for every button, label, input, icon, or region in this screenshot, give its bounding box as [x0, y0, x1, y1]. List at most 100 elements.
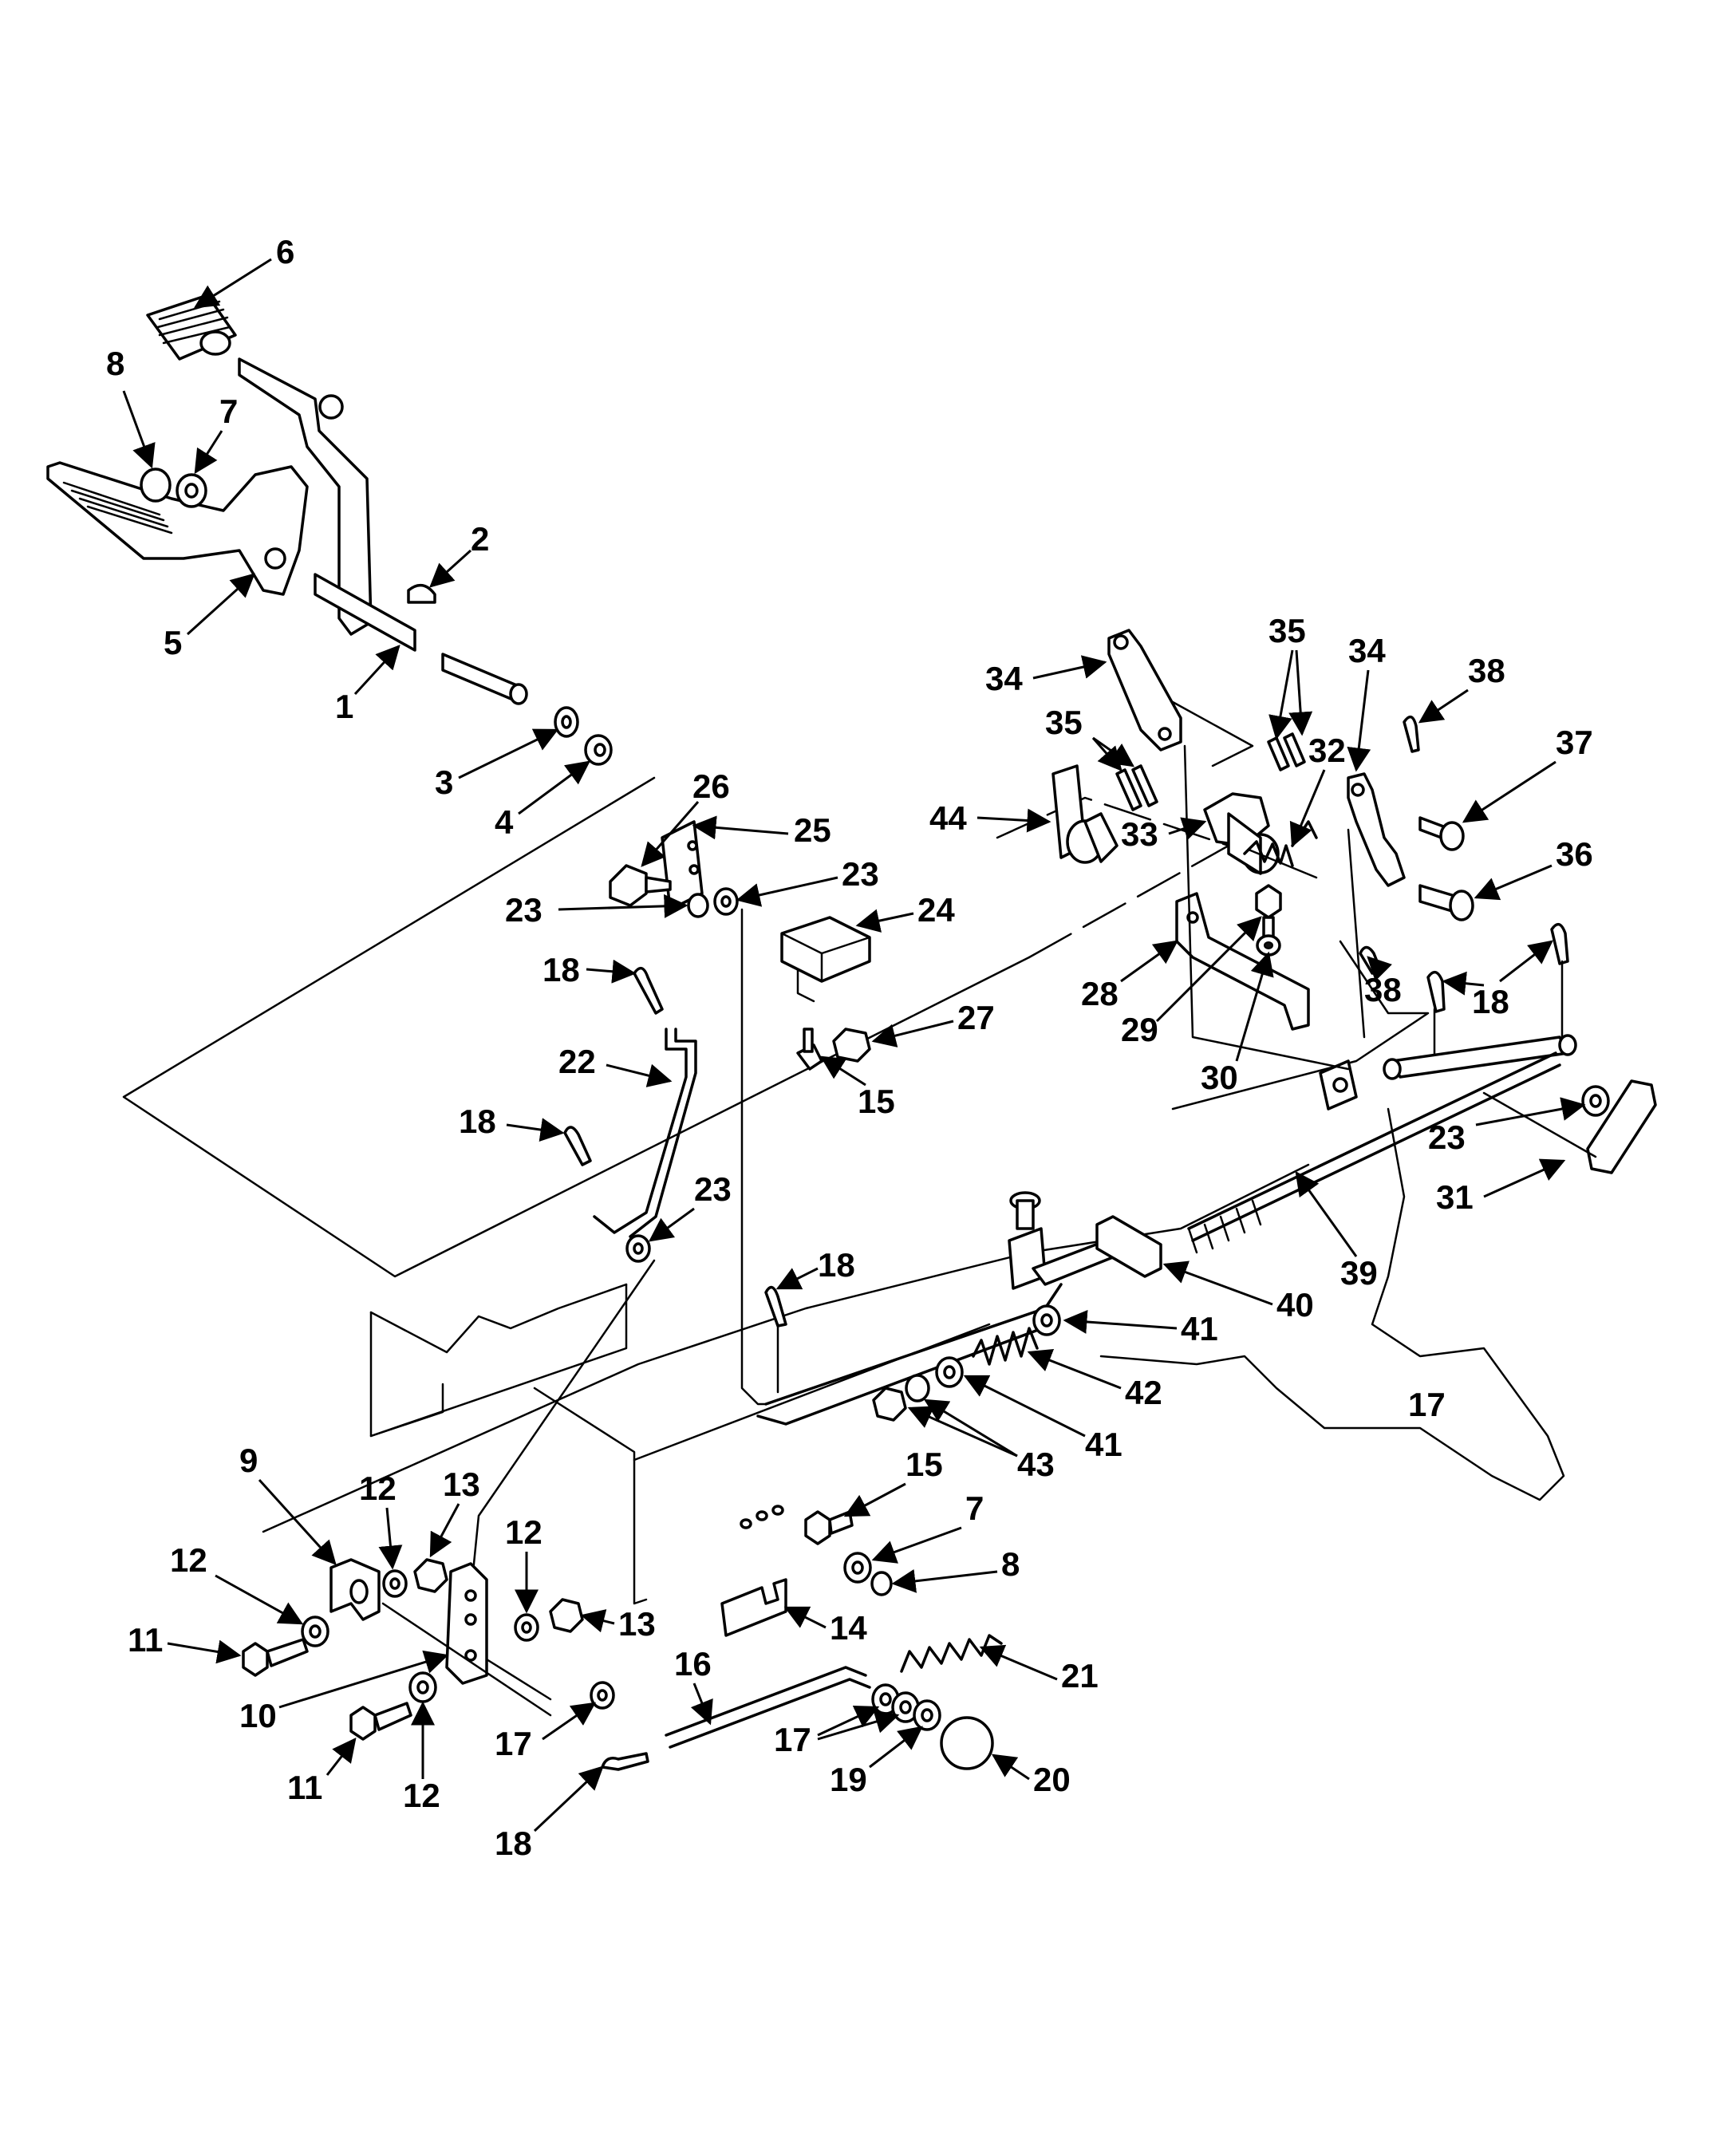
washer-part-23-right	[1581, 1085, 1610, 1117]
callout-36: 36	[1556, 835, 1593, 873]
callout-17-a: 17	[1408, 1386, 1446, 1423]
rod-part-16	[665, 1666, 871, 1749]
callout-38-b: 38	[1364, 971, 1402, 1008]
washers-parts-3-4	[554, 706, 613, 766]
callout-32: 32	[1308, 732, 1346, 769]
callout-34-b: 34	[1348, 632, 1386, 669]
mount-bracket-right	[1319, 1059, 1358, 1111]
bolt-part-26	[609, 864, 672, 907]
callout-18-b: 18	[459, 1103, 496, 1140]
callout-17-b: 17	[495, 1725, 532, 1762]
bracket-part-9	[329, 1558, 381, 1621]
callout-29: 29	[1121, 1011, 1158, 1048]
callout-24: 24	[917, 891, 955, 929]
callout-37: 37	[1556, 724, 1593, 761]
rod-part-39	[1187, 1051, 1561, 1254]
spring-part-21	[900, 1634, 1003, 1673]
pin-part-37	[1418, 816, 1465, 851]
guide-line-top-right	[1171, 700, 1318, 879]
screw-part-15-top	[796, 1028, 823, 1071]
callout-1: 1	[335, 688, 353, 725]
callout-8: 8	[106, 345, 124, 382]
pivot-part-33	[1203, 792, 1280, 875]
callout-6: 6	[276, 233, 294, 270]
callout-39: 39	[1340, 1254, 1378, 1292]
callout-14: 14	[830, 1609, 867, 1647]
vertical-rod-center	[740, 908, 767, 1406]
vertical-rod-right-b	[1347, 828, 1366, 1039]
frame-line-lower	[381, 1602, 552, 1717]
callout-28: 28	[1081, 975, 1119, 1012]
callout-18-e: 18	[495, 1825, 532, 1862]
callout-18-d: 18	[818, 1246, 855, 1284]
pedal-lever-part-1	[238, 357, 528, 705]
lever-part-34-left	[1107, 629, 1182, 752]
bracket-part-10	[445, 1562, 488, 1685]
callout-12-d: 12	[403, 1777, 440, 1814]
washer-part-17-left	[590, 1681, 615, 1710]
callout-23-b: 23	[505, 891, 542, 929]
pin-part-36	[1418, 884, 1474, 921]
lever-part-34-right	[1347, 772, 1406, 887]
pins-part-35-right	[1267, 732, 1306, 771]
callout-23-c: 23	[694, 1170, 732, 1208]
knob-part-20	[940, 1716, 994, 1770]
pin-part-18-low	[601, 1752, 649, 1771]
callout-17-c: 17	[774, 1721, 811, 1758]
brake-pedal-part-5	[46, 461, 309, 596]
callout-12-a: 12	[359, 1470, 397, 1507]
nuts-part-13	[413, 1558, 584, 1633]
bracket-part-44	[1051, 764, 1119, 864]
spring-part-42	[972, 1327, 1039, 1366]
callout-44: 44	[929, 799, 967, 837]
callout-26: 26	[692, 767, 730, 805]
callout-4: 4	[495, 803, 514, 841]
screw-part-15-low	[804, 1510, 854, 1545]
callout-2: 2	[471, 520, 489, 558]
callout-34-a: 34	[985, 660, 1023, 697]
callout-18-c: 18	[1472, 983, 1509, 1020]
washers-part-17-19	[871, 1683, 941, 1731]
callout-41-a: 41	[1181, 1310, 1218, 1347]
callout-31: 31	[1436, 1178, 1474, 1216]
callout-33: 33	[1121, 815, 1158, 853]
callout-22: 22	[558, 1043, 596, 1080]
washers-parts-7-8	[140, 467, 207, 508]
pins-part-35-left	[1115, 764, 1158, 811]
holes-bracket	[740, 1505, 784, 1529]
callout-8-b: 8	[1001, 1545, 1020, 1583]
callout-3: 3	[435, 763, 453, 801]
callout-7: 7	[219, 393, 238, 430]
nuts-part-43	[872, 1374, 930, 1422]
vertical-rod-right-a	[1183, 744, 1350, 1071]
bracket-part-28	[1175, 892, 1310, 1031]
arm-part-40	[1095, 1215, 1162, 1278]
callout-43: 43	[1017, 1446, 1055, 1483]
pin-part-18-right	[1426, 922, 1569, 1063]
callout-41-b: 41	[1085, 1426, 1122, 1463]
callout-25: 25	[794, 811, 831, 849]
callout-42: 42	[1125, 1374, 1162, 1411]
callout-10: 10	[239, 1697, 277, 1734]
rod-part-22	[593, 1028, 697, 1238]
plate-part-14	[720, 1578, 787, 1637]
washer-part-30	[1256, 934, 1281, 957]
key-part-2	[407, 583, 436, 604]
pin-part-18-mid	[563, 1126, 592, 1166]
callout-40: 40	[1276, 1286, 1314, 1324]
callout-27: 27	[957, 999, 995, 1036]
callout-13-a: 13	[443, 1466, 480, 1503]
callout-13-b: 13	[618, 1605, 656, 1643]
callout-16: 16	[674, 1645, 712, 1683]
callout-38-a: 38	[1468, 652, 1505, 689]
callout-15-b: 15	[905, 1446, 943, 1483]
nut-part-27	[832, 1028, 871, 1063]
callout-18-a: 18	[542, 951, 580, 988]
shaft-assembly-center	[756, 1191, 1126, 1426]
callout-20: 20	[1033, 1761, 1071, 1798]
pedal-pad-part-6	[146, 294, 237, 361]
ring-part-8-low	[870, 1571, 893, 1596]
callout-12-b: 12	[170, 1541, 207, 1579]
washers-part-12	[301, 1569, 539, 1703]
chassis-frame	[122, 776, 1565, 1605]
